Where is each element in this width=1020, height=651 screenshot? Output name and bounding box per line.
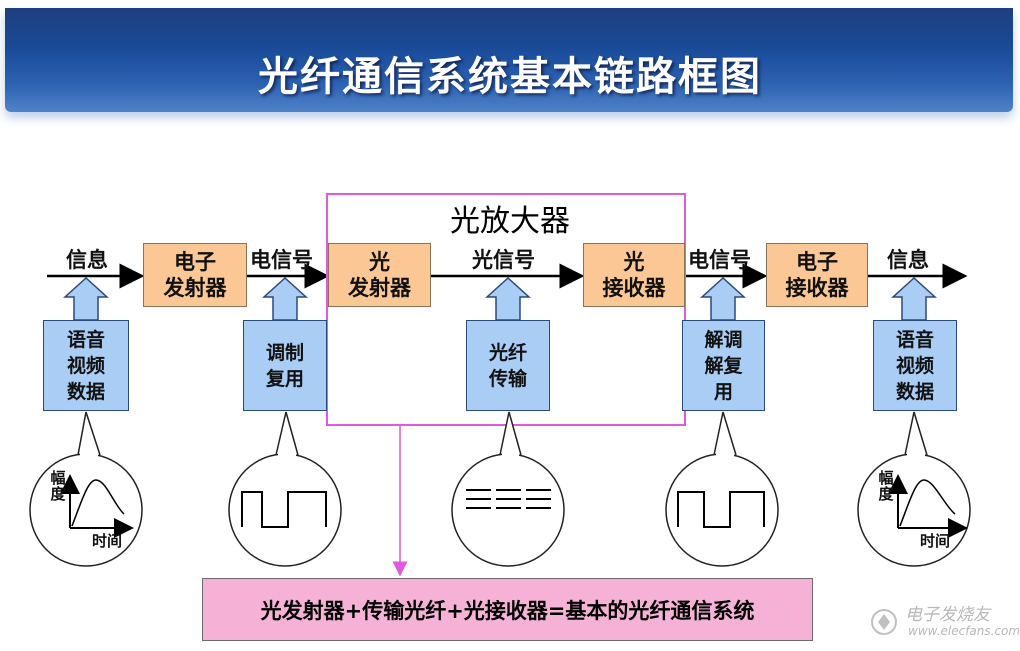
up-arrow-modulation [262, 276, 308, 321]
title-banner [5, 8, 1013, 112]
callout-demodulation [713, 411, 737, 456]
amplitude-label-output: 幅度 [878, 469, 894, 503]
optical-pulses-fiber [466, 489, 551, 509]
time-label-input: 时间 [92, 532, 123, 550]
callout-circle-input [29, 453, 143, 567]
callout-circle-demodulation [665, 453, 779, 567]
up-arrow-output [891, 276, 937, 321]
summary-box: 光发射器+传输光纤+光接收器=基本的光纤通信系统 [202, 578, 813, 641]
signal-label-electric-1: 电信号 [250, 248, 313, 272]
callout-input [77, 411, 101, 456]
up-arrow-fiber [485, 276, 531, 321]
callout-modulation [275, 411, 299, 456]
callout-circle-output [857, 453, 971, 567]
callout-circle-fiber [451, 453, 565, 567]
modulation-block: 调制 复用 [243, 320, 327, 411]
banner-shine [5, 8, 1013, 48]
optical-transmitter-block: 光 发射器 [328, 243, 431, 307]
page-title: 光纤通信系统基本链路框图 [258, 54, 762, 100]
watermark-logo-icon [871, 609, 897, 635]
analog-waveform-output [899, 479, 956, 527]
demodulation-block: 解调 解复 用 [682, 320, 765, 411]
signal-label-info-in: 信息 [66, 248, 108, 272]
signal-label-info-out: 信息 [887, 248, 929, 272]
output-media-block: 语音 视频 数据 [873, 320, 957, 411]
watermark-url: www.elecfans.com [908, 624, 1020, 638]
callout-output [904, 411, 928, 456]
amplitude-label-input: 幅度 [50, 469, 66, 503]
analog-waveform-input [71, 479, 125, 527]
electronic-transmitter-block: 电子 发射器 [143, 243, 247, 307]
digital-waveform-modulation [241, 491, 327, 528]
up-arrow-input [63, 276, 109, 321]
callout-circle-modulation [228, 453, 342, 567]
digital-waveform-demodulation [677, 491, 765, 528]
signal-label-optical: 光信号 [472, 248, 535, 272]
signal-label-electric-2: 电信号 [688, 248, 751, 272]
fiber-transmission-block: 光纤 传输 [466, 320, 550, 411]
up-arrow-demodulation [700, 276, 746, 321]
callout-fiber [499, 411, 522, 456]
amplifier-label: 光放大器 [450, 204, 570, 239]
watermark-name: 电子发烧友 [905, 605, 990, 625]
time-label-output: 时间 [920, 532, 951, 550]
optical-receiver-block: 光 接收器 [583, 243, 685, 307]
electronic-receiver-block: 电子 接收器 [766, 243, 868, 307]
input-media-block: 语音 视频 数据 [43, 320, 129, 411]
